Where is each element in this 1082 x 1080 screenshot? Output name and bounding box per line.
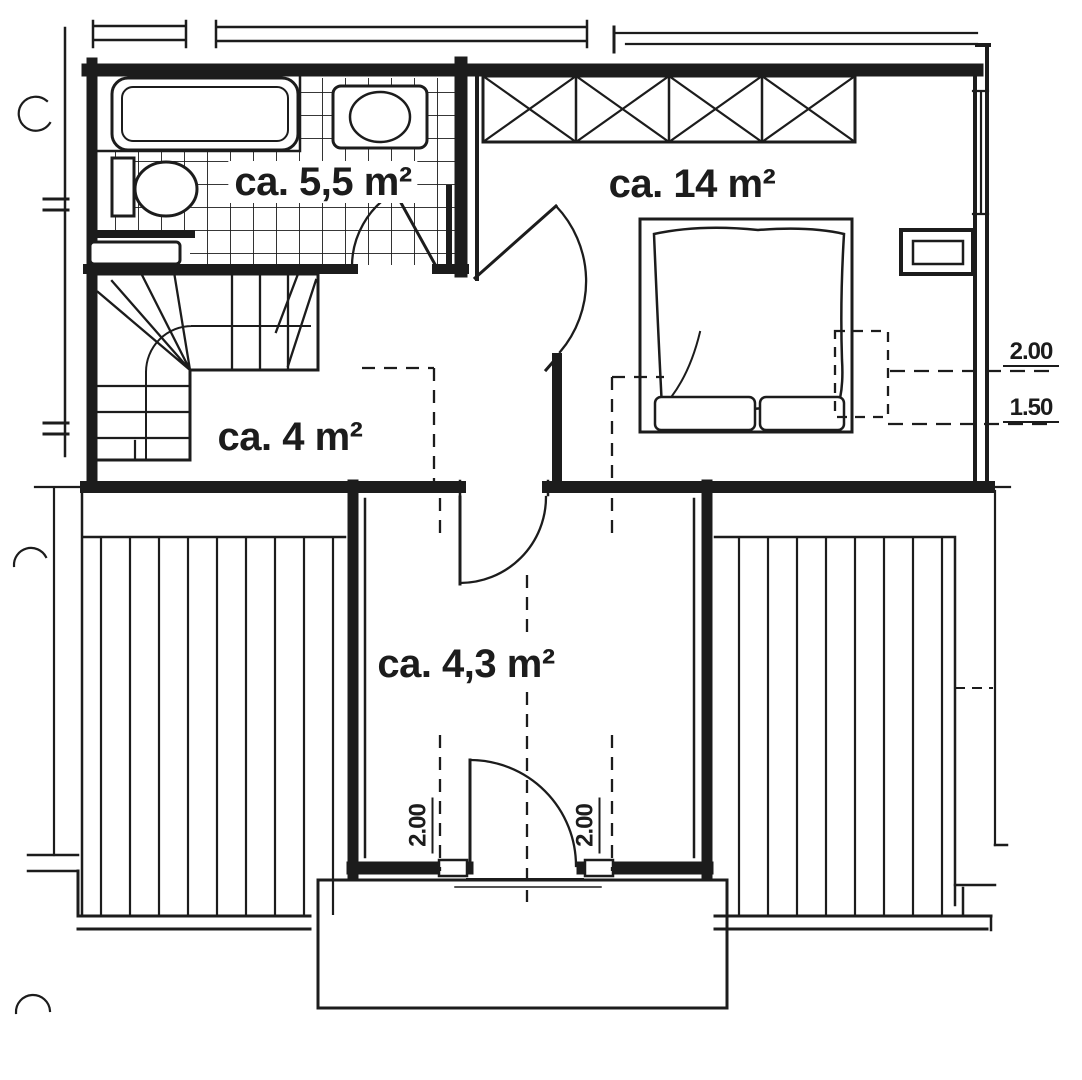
dimension-label-bottom-door-right: 2.00 bbox=[571, 797, 601, 854]
window-icon bbox=[971, 89, 990, 216]
bathroom-shelf bbox=[88, 240, 182, 266]
headroom-dashed-lines bbox=[362, 329, 1053, 902]
bathtub-icon bbox=[93, 74, 302, 153]
roof-storage-hatch-left bbox=[76, 490, 347, 931]
storage-bottom-door-swing bbox=[468, 758, 578, 868]
dimension-label-bottom-door-left: 2.00 bbox=[404, 797, 434, 854]
toilet-icon bbox=[110, 156, 199, 218]
bedroom-door-swing bbox=[472, 203, 588, 354]
roof-outline-marks bbox=[12, 19, 1012, 1015]
stairs-icon bbox=[96, 270, 320, 462]
room-label-storage-room: ca. 4,3 m² bbox=[371, 643, 561, 685]
bed-icon bbox=[638, 217, 854, 434]
walls bbox=[80, 56, 995, 888]
dimension-label-right-upper: 2.00 bbox=[1003, 338, 1059, 367]
room-label-bathroom: ca. 5,5 m² bbox=[228, 161, 418, 203]
dimension-label-right-lower: 1.50 bbox=[1003, 394, 1059, 423]
room-label-hallway: ca. 4 m² bbox=[211, 416, 369, 458]
radiator-icon bbox=[899, 228, 975, 276]
washbasin-icon bbox=[331, 84, 429, 150]
roof-storage-hatch-right bbox=[713, 535, 993, 932]
storage-top-door-swing bbox=[458, 495, 548, 586]
room-label-bedroom: ca. 14 m² bbox=[602, 163, 782, 205]
wardrobe-icon bbox=[481, 74, 857, 144]
dormer-outline bbox=[316, 878, 729, 1010]
